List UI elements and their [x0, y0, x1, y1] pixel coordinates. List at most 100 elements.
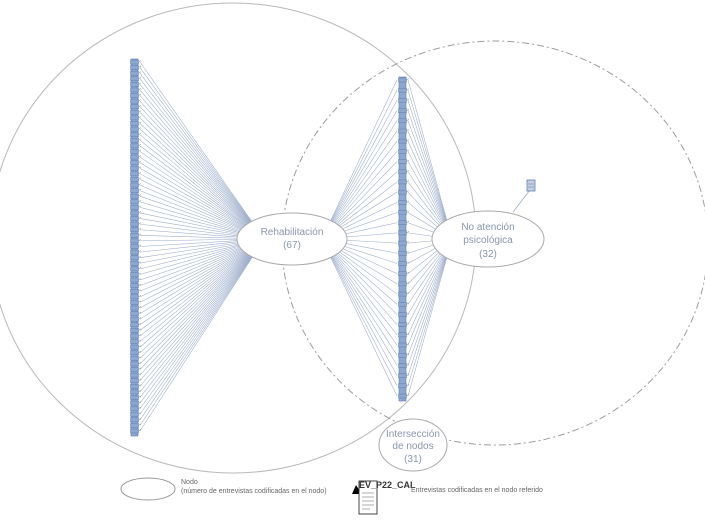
left-document-icon[interactable]	[130, 411, 139, 417]
right-document-icon[interactable]	[398, 98, 407, 103]
right-document-icon[interactable]	[398, 128, 407, 134]
left-document-icon[interactable]	[130, 177, 139, 182]
left-document-icon[interactable]	[130, 305, 139, 311]
left-document-icon[interactable]	[130, 344, 139, 350]
left-document-icon[interactable]	[130, 406, 139, 411]
left-document-icon[interactable]	[130, 154, 139, 160]
left-document-icon[interactable]	[130, 93, 139, 98]
left-document-icon[interactable]	[130, 104, 139, 109]
right-document-icon[interactable]	[398, 332, 407, 338]
right-document-icon[interactable]	[398, 200, 407, 205]
right-document-icon[interactable]	[398, 261, 407, 266]
left-document-icon[interactable]	[130, 121, 139, 126]
right-document-icon[interactable]	[398, 108, 407, 113]
right-document-icon[interactable]	[398, 302, 407, 307]
left-document-icon[interactable]	[130, 205, 139, 210]
left-document-icon[interactable]	[130, 272, 139, 277]
left-document-icon[interactable]	[130, 255, 139, 260]
left-document-icon[interactable]	[130, 322, 139, 328]
left-document-icon[interactable]	[130, 389, 139, 395]
left-document-icon[interactable]	[130, 350, 139, 355]
right-document-icon[interactable]	[398, 87, 407, 93]
left-document-icon[interactable]	[130, 294, 139, 300]
right-document-icon[interactable]	[398, 118, 407, 124]
left-document-icon[interactable]	[130, 266, 139, 272]
left-document-icon[interactable]	[130, 372, 139, 378]
left-document-icon[interactable]	[130, 361, 139, 367]
right-document-icon[interactable]	[398, 169, 407, 174]
left-document-icon[interactable]	[130, 249, 139, 255]
left-document-icon[interactable]	[130, 378, 139, 383]
right-document-icon[interactable]	[398, 342, 407, 348]
right-document-icon[interactable]	[398, 210, 407, 215]
left-document-icon[interactable]	[130, 417, 139, 423]
left-document-icon[interactable]	[130, 98, 139, 104]
left-document-icon[interactable]	[130, 428, 139, 434]
left-document-icon[interactable]	[130, 423, 139, 428]
left-document-icon[interactable]	[130, 395, 139, 400]
left-document-icon[interactable]	[130, 70, 139, 76]
left-document-icon[interactable]	[130, 182, 139, 188]
right-document-icon[interactable]	[398, 230, 407, 236]
right-document-icon[interactable]	[398, 291, 407, 297]
right-document-icon[interactable]	[398, 138, 407, 144]
left-document-icon[interactable]	[130, 367, 139, 372]
left-document-icon[interactable]	[130, 283, 139, 288]
left-document-icon[interactable]	[130, 76, 139, 82]
left-document-icon[interactable]	[130, 216, 139, 221]
right-document-icon[interactable]	[398, 159, 407, 164]
right-document-icon[interactable]	[398, 220, 407, 225]
node-no-atencion[interactable]: No atención psicológica (32)	[431, 210, 545, 268]
left-document-icon[interactable]	[130, 261, 139, 266]
left-document-icon[interactable]	[130, 110, 139, 115]
right-document-icon[interactable]	[398, 77, 407, 83]
left-document-icon[interactable]	[130, 384, 139, 389]
left-document-icon[interactable]	[130, 300, 139, 305]
left-document-icon[interactable]	[130, 149, 139, 154]
right-document-icon[interactable]	[398, 240, 407, 246]
left-document-icon[interactable]	[130, 59, 139, 65]
right-document-icon[interactable]	[398, 312, 407, 317]
left-document-icon[interactable]	[130, 400, 139, 406]
left-document-icon[interactable]	[130, 193, 139, 199]
left-document-icon[interactable]	[130, 65, 139, 70]
outlier-document-icon[interactable]	[512, 179, 536, 213]
left-document-icon[interactable]	[130, 210, 139, 216]
left-document-icon[interactable]	[130, 132, 139, 137]
left-document-icon[interactable]	[130, 227, 139, 232]
left-document-icon[interactable]	[130, 221, 139, 227]
right-document-icon[interactable]	[398, 383, 407, 389]
left-document-icon[interactable]	[130, 143, 139, 149]
right-document-icon[interactable]	[398, 352, 407, 358]
right-document-icon[interactable]	[398, 179, 407, 185]
right-document-icon[interactable]	[398, 373, 407, 378]
left-document-icon[interactable]	[130, 238, 139, 244]
left-document-icon[interactable]	[130, 311, 139, 316]
left-document-icon[interactable]	[130, 188, 139, 193]
right-document-icon[interactable]	[398, 363, 407, 368]
left-document-icon[interactable]	[130, 328, 139, 333]
left-document-icon[interactable]	[130, 288, 139, 294]
right-document-icon[interactable]	[398, 149, 407, 154]
right-document-icon[interactable]	[398, 189, 407, 195]
right-document-icon[interactable]	[398, 281, 407, 287]
left-document-icon[interactable]	[130, 333, 139, 339]
right-document-icon[interactable]	[398, 251, 407, 256]
right-document-icon[interactable]	[398, 393, 407, 399]
right-document-icon[interactable]	[398, 322, 407, 327]
left-document-icon[interactable]	[130, 356, 139, 361]
left-document-icon[interactable]	[130, 171, 139, 177]
node-rehabilitacion[interactable]: Rehabilitación (67)	[236, 212, 348, 266]
left-document-icon[interactable]	[130, 115, 139, 121]
left-document-icon[interactable]	[130, 82, 139, 87]
left-document-icon[interactable]	[130, 233, 139, 238]
left-document-icon[interactable]	[130, 277, 139, 283]
node-interseccion[interactable]: Intersección de nodos (31)	[378, 418, 448, 472]
left-document-icon[interactable]	[130, 244, 139, 249]
left-document-icon[interactable]	[130, 316, 139, 322]
left-document-icon[interactable]	[130, 138, 139, 143]
left-document-icon[interactable]	[130, 339, 139, 344]
left-document-icon[interactable]	[130, 87, 139, 93]
left-document-icon[interactable]	[130, 199, 139, 205]
left-document-icon[interactable]	[130, 126, 139, 132]
